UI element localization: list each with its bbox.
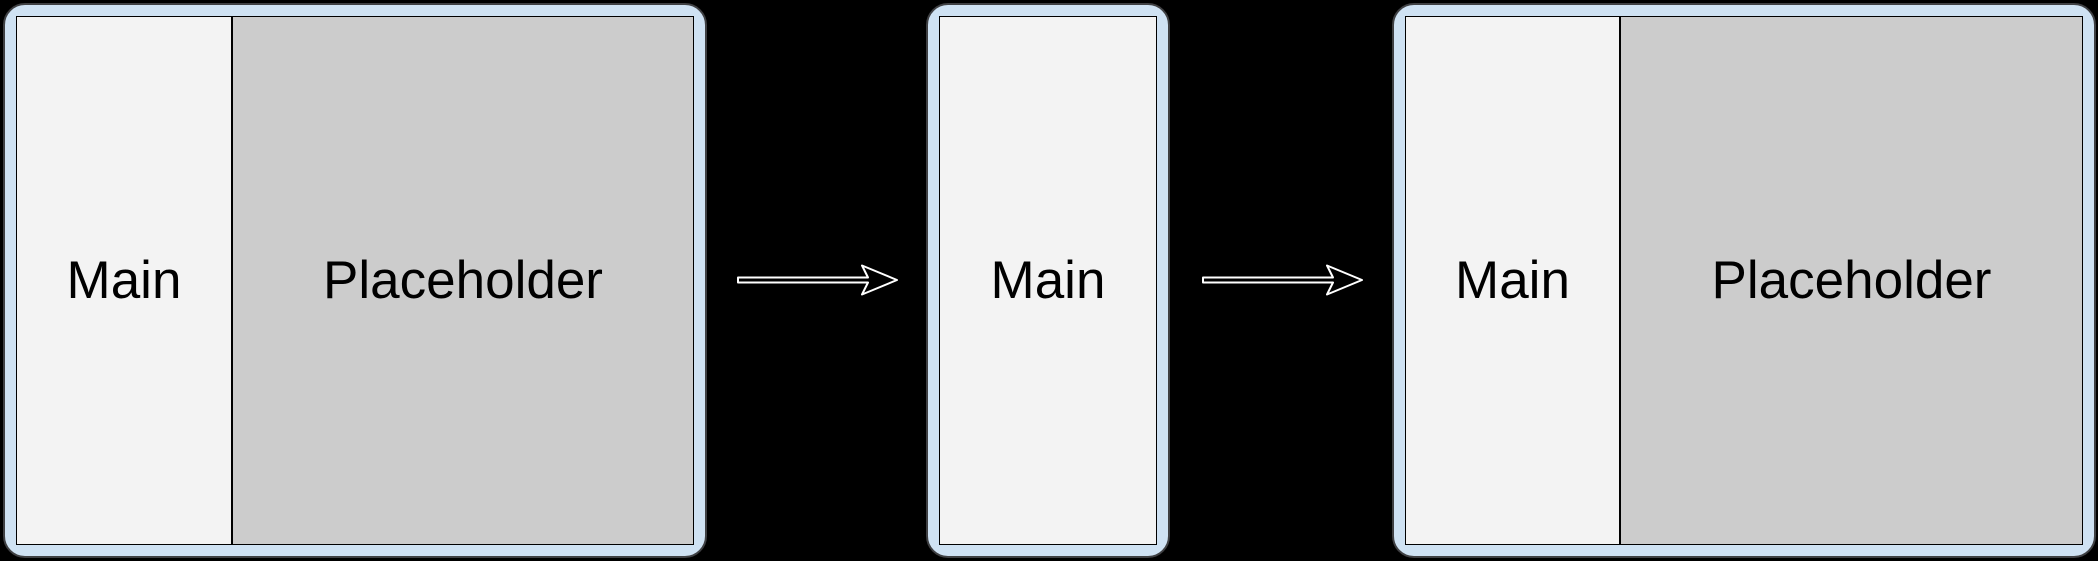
- pane-main: Main: [1405, 16, 1620, 545]
- window-screen: Main Placeholder: [16, 16, 694, 545]
- pane-placeholder-label: Placeholder: [1711, 251, 1992, 310]
- pane-main: Main: [16, 16, 232, 545]
- window-screen: Main: [939, 16, 1157, 545]
- pane-main: Main: [939, 16, 1157, 545]
- window-expanded-before: Main Placeholder: [3, 3, 707, 558]
- pane-placeholder-label: Placeholder: [323, 251, 603, 310]
- right-arrow-icon: [1202, 264, 1363, 296]
- window-expanded-after: Main Placeholder: [1392, 3, 2096, 558]
- window-screen: Main Placeholder: [1405, 16, 2083, 545]
- pane-placeholder: Placeholder: [232, 16, 694, 545]
- pane-main-label: Main: [990, 251, 1106, 310]
- pane-placeholder: Placeholder: [1620, 16, 2083, 545]
- pane-main-label: Main: [1455, 251, 1570, 310]
- right-arrow-icon: [737, 264, 898, 296]
- window-compact: Main: [926, 3, 1170, 558]
- pane-main-label: Main: [66, 251, 182, 310]
